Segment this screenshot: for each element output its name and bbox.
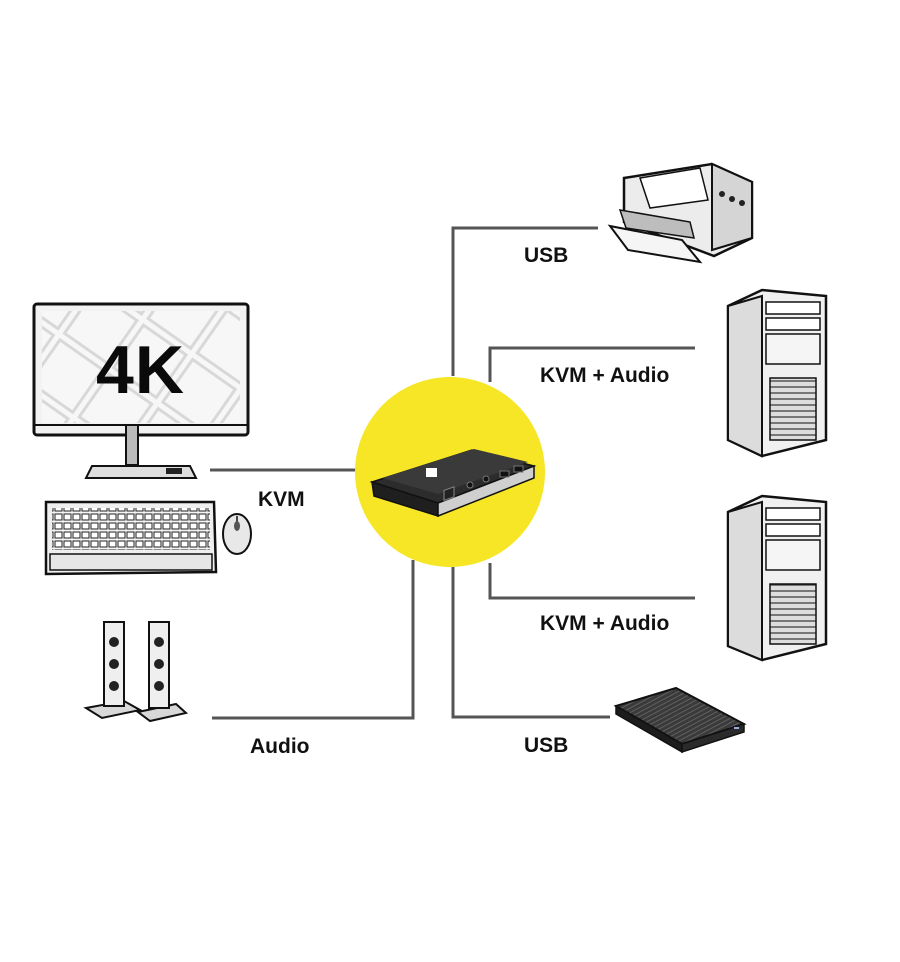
mouse bbox=[222, 513, 252, 555]
usb-printer-line bbox=[451, 226, 598, 376]
kvm-audio-1-line bbox=[488, 346, 695, 382]
printer bbox=[607, 162, 754, 264]
audio-label: Audio bbox=[250, 735, 310, 758]
keyboard bbox=[44, 500, 218, 576]
pc-tower-1 bbox=[726, 288, 828, 458]
usb-drive-line bbox=[451, 567, 610, 719]
kvm-switch-hub bbox=[355, 377, 545, 567]
kvm-label: KVM bbox=[258, 488, 305, 511]
audio-line bbox=[212, 560, 415, 720]
monitor-4k-text: 4K bbox=[96, 332, 185, 408]
kvm-audio-2-line bbox=[488, 563, 695, 600]
monitor-4k bbox=[32, 302, 250, 479]
usb-printer-label: USB bbox=[524, 244, 569, 267]
speakers bbox=[83, 621, 189, 723]
usb-drive-label: USB bbox=[524, 734, 569, 757]
connection-lines bbox=[210, 226, 695, 720]
external-drive bbox=[613, 686, 747, 754]
kvm-switch-device bbox=[369, 449, 537, 518]
pc-tower-2 bbox=[726, 494, 828, 662]
kvm-audio-1-label: KVM + Audio bbox=[540, 364, 670, 387]
kvm-audio-2-label: KVM + Audio bbox=[540, 612, 670, 635]
